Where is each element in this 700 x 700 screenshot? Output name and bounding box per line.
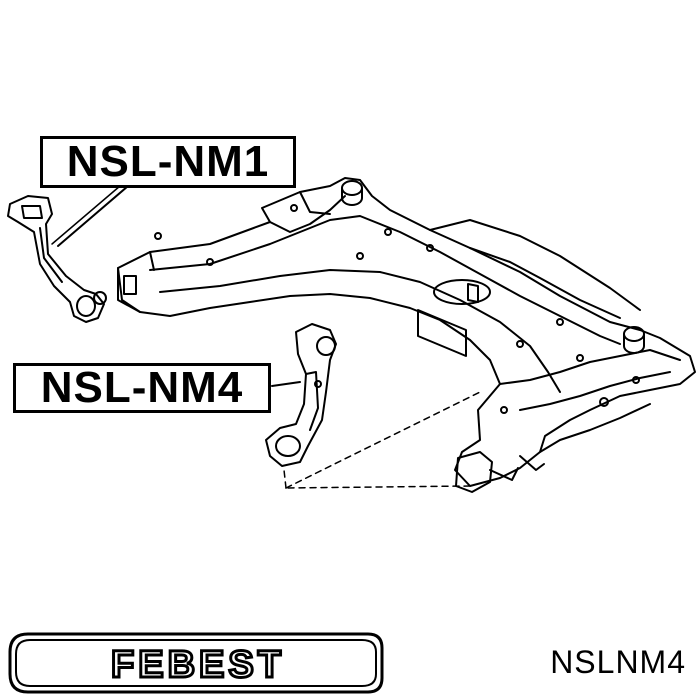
leader-nm1 xyxy=(57,185,129,247)
dashed-guides xyxy=(283,391,481,489)
part-number: NSLNM4 xyxy=(550,644,686,680)
leader-nm4 xyxy=(271,381,301,387)
callout-nsl-nm1: NSL-NM1 xyxy=(40,136,296,188)
arm-nm1 xyxy=(7,195,107,323)
arm-nm4 xyxy=(265,323,337,467)
subframe-crossmember xyxy=(117,177,696,493)
febest-logo: FEBEST xyxy=(8,632,384,694)
febest-logo-text: FEBEST xyxy=(111,644,285,686)
callout-nsl-nm4: NSL-NM4 xyxy=(13,363,271,413)
